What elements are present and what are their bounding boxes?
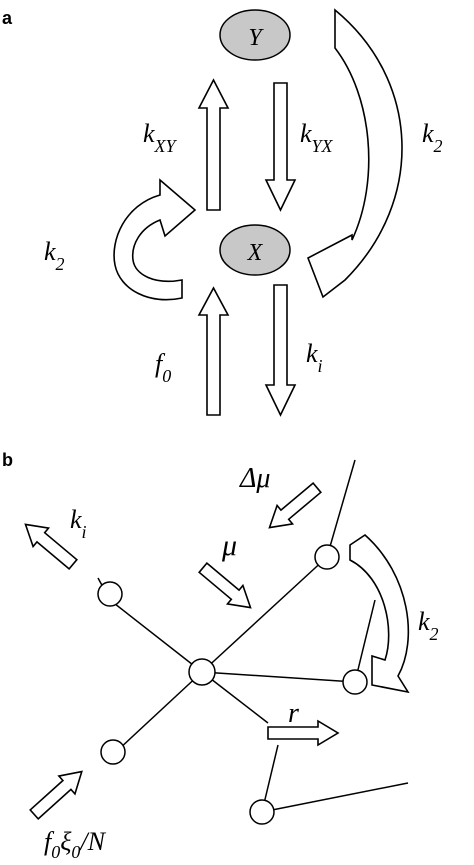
arrow-ki-outflow (24, 523, 78, 571)
node-bottom (249, 799, 275, 825)
delta-mu-label: Δμ (239, 463, 271, 494)
edge-hub-right (201, 671, 356, 683)
node-y (219, 9, 291, 61)
rate-k2-b-label: k2 (418, 607, 439, 644)
edge-hub-upper-right (201, 556, 328, 673)
edge-right-stub (354, 599, 376, 683)
rate-k2-right-label: k2 (422, 119, 443, 156)
edge-hub-lower-left (117, 671, 203, 751)
hub-node (188, 658, 216, 686)
node-y-label: Y (248, 25, 264, 51)
node-right (342, 669, 368, 695)
arrow-f0xi0n-inflow (29, 770, 83, 821)
node-upper-right (314, 544, 340, 570)
node-upper-left (97, 581, 123, 607)
arrow-y-to-x (264, 82, 297, 212)
curved-arrow-y-to-x (306, 8, 403, 299)
panel-b-label: b (2, 450, 13, 470)
edge-hub-to-r (201, 671, 269, 724)
arrow-mu (198, 561, 252, 609)
r-label: r (288, 698, 299, 729)
node-x (219, 224, 291, 276)
arrow-outflow-from-x (264, 284, 297, 417)
curved-arrow-k2-b (349, 533, 410, 694)
rate-f0-label: f0 (155, 349, 171, 386)
node-x-label: X (247, 240, 264, 266)
panel-a-label: a (2, 8, 13, 28)
edge-bottom-long (261, 782, 409, 813)
rate-ki-label: ki (306, 339, 323, 376)
arrow-r (267, 719, 340, 747)
edge-hub-upper-left (109, 599, 203, 673)
arrow-x-to-y (197, 78, 230, 211)
rate-kxy-label: kXY (143, 119, 178, 156)
rate-k2-left-label: k2 (44, 237, 65, 274)
mu-label: μ (221, 529, 237, 562)
self-loop-arrow (113, 178, 197, 301)
rate-ki-b-label: ki (70, 505, 87, 542)
arrow-delta-mu (268, 481, 322, 529)
edge-upper-right-stub (326, 459, 356, 558)
arrow-inflow-to-x (197, 286, 230, 416)
node-lower-left (100, 739, 126, 765)
f0xi0n-label: f0ξ0/N (44, 827, 107, 862)
rate-kyx-label: kYX (300, 119, 334, 156)
